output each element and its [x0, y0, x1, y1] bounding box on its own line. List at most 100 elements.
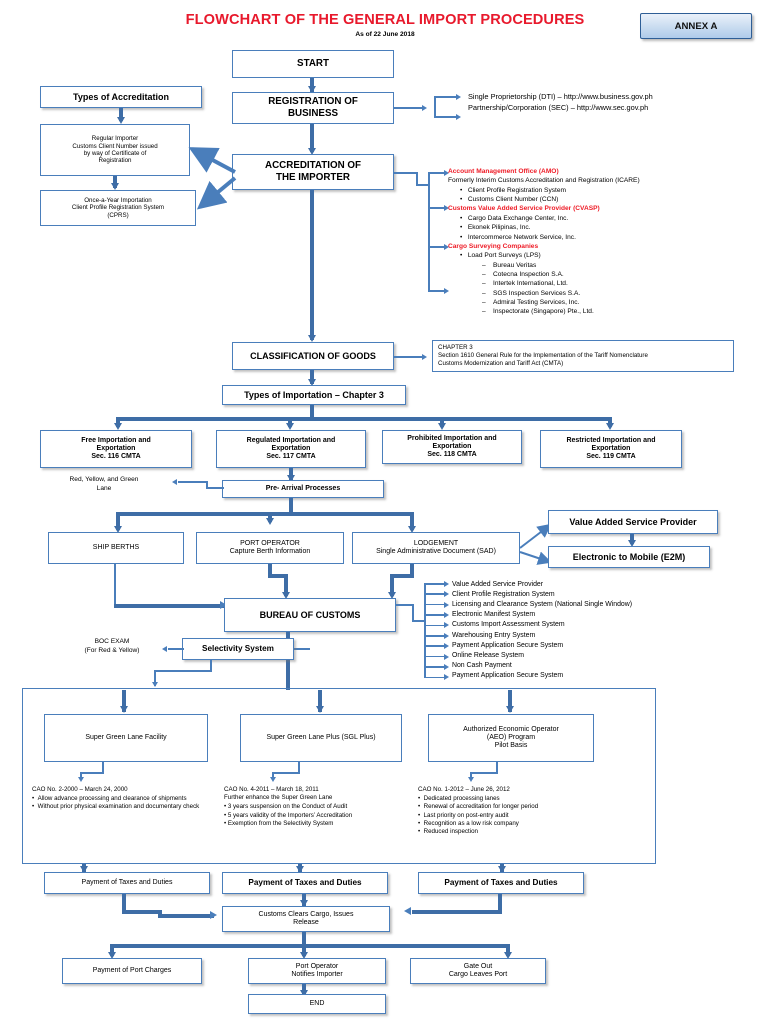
connector-boc-selectivity [290, 648, 310, 650]
node-lodgement: LODGEMENT Single Administrative Document… [352, 532, 520, 564]
connector-selectivity-bocexam [168, 648, 184, 650]
arrow-port-boc [281, 592, 290, 599]
node-start: START [232, 50, 394, 78]
connector-boc-systems-c [412, 620, 426, 622]
node-port-operator-notifies: Port Operator Notifies Importer [248, 958, 386, 984]
connector-prearrival-down [289, 498, 293, 514]
connector-pay1-clears-d [158, 914, 214, 918]
connector-vasp-e2m [630, 534, 634, 544]
annex-badge: ANNEX A [640, 13, 752, 39]
node-restricted-importation: Restricted Importation and Exportation S… [540, 430, 682, 468]
arrow-port-operator [265, 518, 274, 525]
systems-feeder-8 [424, 655, 446, 658]
cargo-surveying-items: • Load Port Surveys (LPS) – Bureau Verit… [448, 251, 640, 317]
systems-arrow-1 [444, 580, 449, 587]
node-payment-taxes-2: Payment of Taxes and Duties [222, 872, 388, 894]
label-boc-exam-text: BOC EXAM (For Red & Yellow) [84, 638, 140, 654]
arrow-accred-d2 [444, 204, 449, 211]
lps-subitem: – Inspectorate (Singapore) Pte., Ltd. [482, 308, 594, 316]
systems-feeder-6 [424, 635, 446, 637]
arrow-link-1 [456, 93, 461, 100]
cao-heading: CAO No. 4-2011 – March 18, 2011 [224, 786, 319, 793]
connector-cao2-a [298, 762, 300, 774]
arrow-vasp-e2m [627, 540, 636, 547]
split-bus-berth [116, 512, 414, 516]
connector-pay3-clears-a [498, 894, 502, 914]
systems-feeder-4 [424, 614, 446, 616]
node-pre-arrival-processes: Pre- Arrival Processes [222, 480, 384, 498]
lane-leg-1 [122, 690, 126, 712]
lane-programs-frame [22, 688, 656, 864]
arrow-lodgement [407, 526, 416, 533]
final-leg-2 [302, 944, 306, 956]
node-classification-of-goods: CLASSIFICATION OF GOODS [232, 342, 394, 370]
node-types-of-importation: Types of Importation – Chapter 3 [222, 385, 406, 405]
connector-cao3-a [496, 762, 498, 774]
amo-item: • Client Profile Registration System [460, 186, 567, 194]
systems-arrow-2 [444, 591, 449, 598]
node-super-green-lane-plus: Super Green Lane Plus (SGL Plus) [240, 714, 402, 762]
node-end: END [248, 994, 386, 1014]
node-prohibited-importation: Prohibited Importation and Exportation S… [382, 430, 522, 464]
cargo-surveying-heading: Cargo Surveying Companies [448, 242, 539, 250]
lps-item: • Load Port Surveys (LPS) [460, 252, 541, 260]
connector-accreditation-classification [310, 190, 314, 340]
cvasp-item: • Ekonek Pilipinas, Inc. [460, 224, 531, 232]
connector-ship-boc-a [114, 564, 116, 606]
bracket-accred-t2 [428, 207, 446, 209]
systems-bracket-vertical [424, 583, 426, 677]
connector-classification-chapter3 [394, 356, 424, 358]
final-leg-3 [506, 944, 510, 956]
connector-types-regular [119, 108, 123, 121]
node-electronic-to-mobile: Electronic to Mobile (E2M) [548, 546, 710, 568]
node-port-operator: PORT OPERATOR Capture Berth Information [196, 532, 344, 564]
arrow-free-importation [113, 423, 122, 430]
connector-ship-boc-b [114, 604, 224, 608]
registration-link-item: Single Proprietorship (DTI) – http://www… [468, 92, 653, 101]
arrow-gate-out [503, 952, 512, 959]
arrow-accreditation-classification [307, 335, 316, 342]
arrow-pay2-clears [299, 900, 308, 907]
lps-subitem: – Bureau Veritas [482, 261, 537, 269]
amo-items: • Client Profile Registration System • C… [448, 186, 640, 205]
boc-system-item: Client Profile Registration System [452, 591, 555, 599]
connector-prearrival-lanes-c [178, 481, 208, 483]
connector-prearrival-lanes-a [206, 487, 224, 489]
cao-heading: CAO No. 2-2000 – March 24, 2000 [32, 786, 128, 793]
connector-types-split [310, 405, 314, 419]
cao-item: • Dedicated processing lanes [418, 795, 500, 803]
cao-items: • 3 years suspension on the Conduct of A… [224, 803, 412, 828]
arrow-ship-berths [113, 526, 122, 533]
systems-feeder-3 [424, 603, 446, 606]
arrow-sel-frame [151, 682, 158, 687]
systems-feeder-7 [424, 645, 446, 647]
systems-arrow-6 [444, 632, 449, 639]
connector-cao1-a [102, 762, 104, 774]
arrow-classification-types [307, 379, 316, 386]
arrow-notifies-end [299, 990, 308, 997]
amo-subheading: Formerly Interim Customs Accreditation a… [448, 177, 640, 185]
connector-cao2-b [272, 772, 300, 774]
lps-subitem: – SGS Inspection Services S.A. [482, 289, 581, 297]
split-bus-importation [116, 417, 612, 421]
cao-item: • Exemption from the Selectivity System [224, 819, 334, 827]
bracket-registration-bottom [434, 116, 458, 118]
cao-block-3: CAO No. 1-2012 – June 26, 2012 • Dedicat… [418, 786, 624, 836]
cao-item: • Last priority on post-entry audit [418, 811, 509, 819]
node-value-added-service-provider: Value Added Service Provider [548, 510, 718, 534]
cao-items: • Dedicated processing lanes • Renewal o… [418, 795, 624, 836]
cvasp-items: • Cargo Data Exchange Center, Inc. • Eko… [448, 214, 640, 242]
connector-accreditation-detail [394, 172, 416, 174]
boc-system-item: Non Cash Payment [452, 661, 512, 669]
lodgement-right-arrows [519, 523, 552, 565]
connector-lodgement-down-b [390, 574, 414, 578]
amo-item: • Customs Client Number (CCN) [460, 196, 559, 204]
connector-cao1-b [80, 772, 104, 774]
boc-system-item: Value Added Service Provider [452, 581, 544, 588]
arrow-pay3 [497, 866, 506, 873]
arrow-sgl-facility [119, 706, 128, 713]
node-gate-out: Gate Out Cargo Leaves Port [410, 958, 546, 984]
cao-item: • 3 years suspension on the Conduct of A… [224, 803, 348, 811]
connector-lodgement-down-c [390, 574, 394, 596]
cao-items: • Allow advance processing and clearance… [32, 795, 218, 811]
